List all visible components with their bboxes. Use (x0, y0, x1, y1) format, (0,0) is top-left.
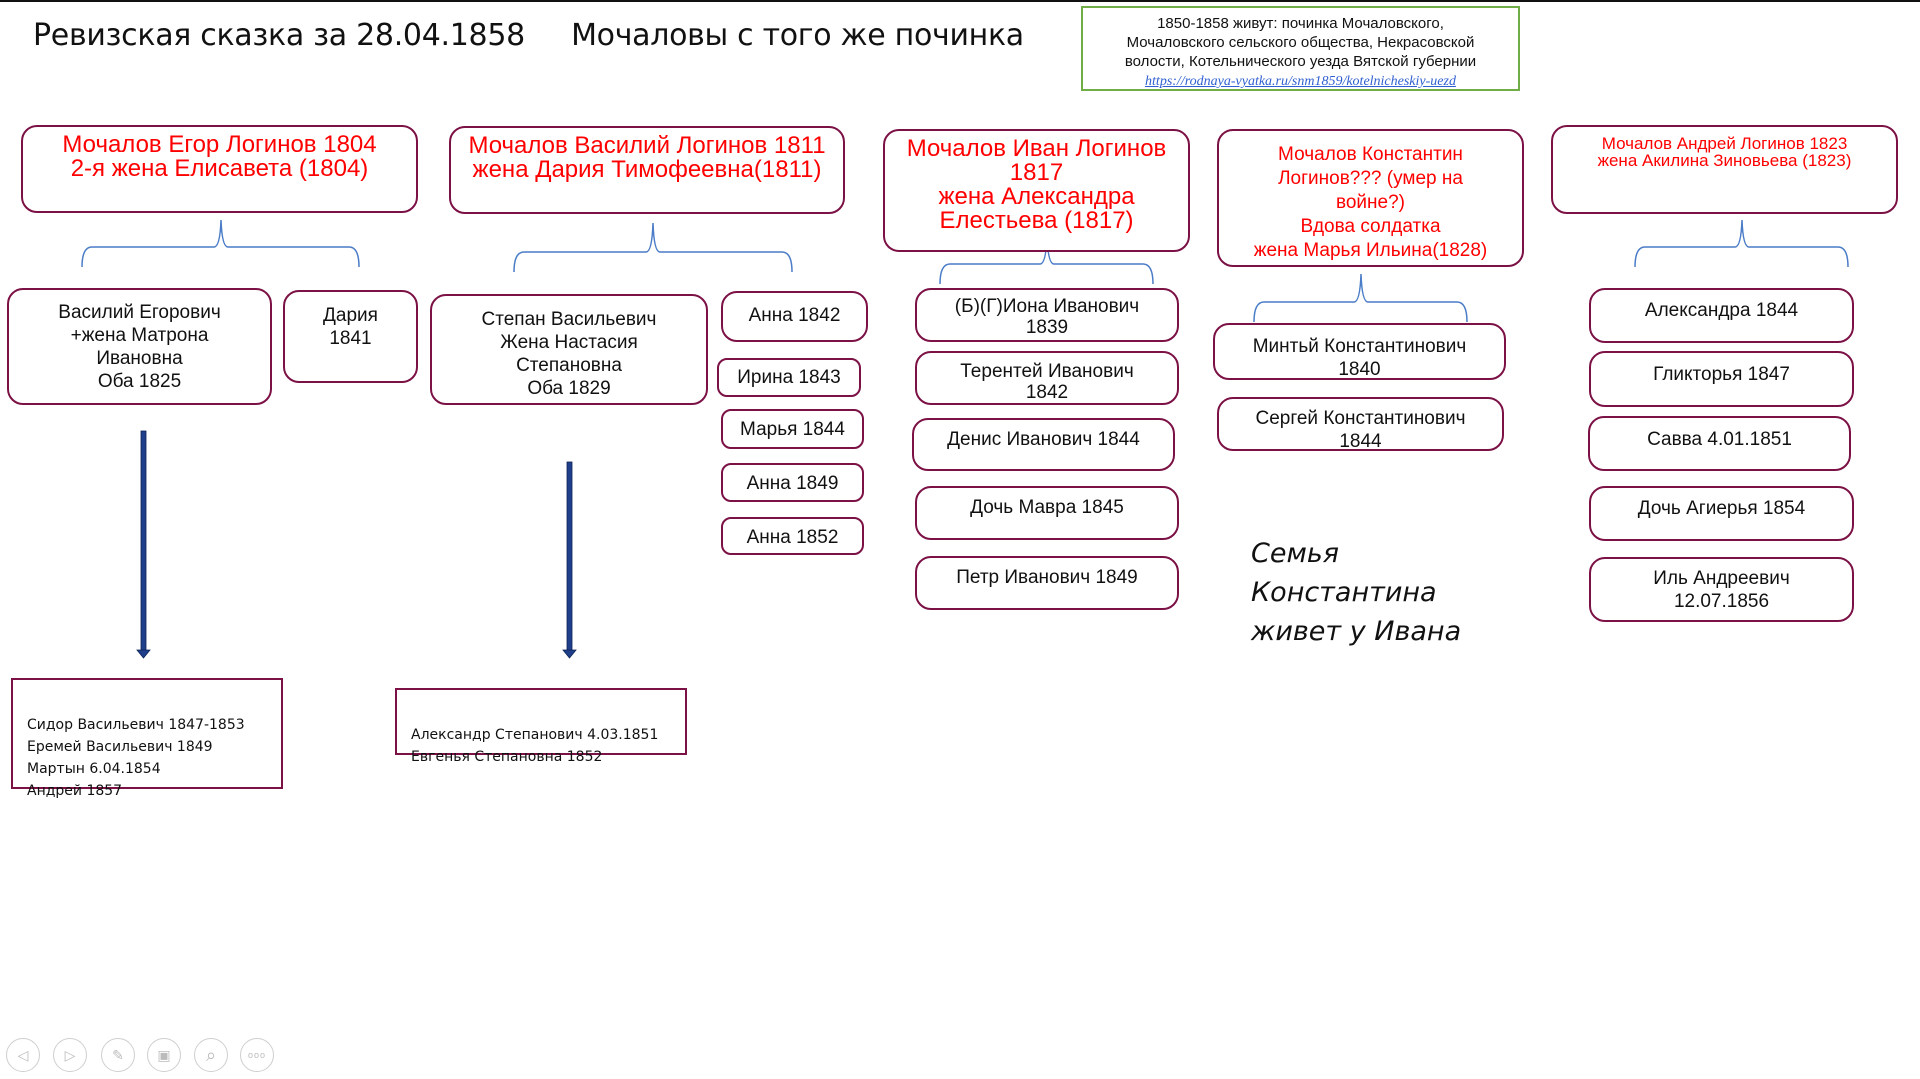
pen-icon: ✎ (112, 1046, 124, 1063)
child-label: (Б)(Г)Иона Иванович 1839 (954, 296, 1140, 338)
brace-andrey (1634, 219, 1849, 268)
child-box: Александра 1844 (1589, 288, 1854, 343)
info-line: Мочаловского сельского общества, Некрасо… (1126, 34, 1475, 51)
child-label: Петр Иванович 1849 (956, 567, 1138, 588)
child-box: (Б)(Г)Иона Иванович 1839 (915, 288, 1179, 342)
child-label: Василий Егорович +жена Матрона Ивановна … (58, 302, 221, 392)
child-label: Степан Васильевич Жена Настасия Степанов… (481, 309, 657, 399)
triangle-left-icon: ◁ (17, 1046, 29, 1063)
child-box: Анна 1852 (721, 517, 864, 555)
family-head-label: Мочалов Андрей Логинов 1823 жена Акилина… (1597, 134, 1852, 170)
child-box: Василий Егорович +жена Матрона Ивановна … (7, 288, 272, 405)
family-head-label: Мочалов Иван Логинов 1817 жена Александр… (906, 135, 1167, 234)
child-box: Ирина 1843 (717, 358, 861, 397)
next-slide-button[interactable]: ▷ (53, 1038, 87, 1072)
family-head-label: Мочалов Константин Логинов??? (умер на в… (1253, 144, 1488, 261)
child-box: Степан Васильевич Жена Настасия Степанов… (430, 294, 708, 405)
family-head-egor: Мочалов Егор Логинов 1804 2-я жена Елиса… (21, 125, 418, 213)
child-label: Сергей Константинович 1844 (1255, 408, 1466, 452)
child-label: Денис Иванович 1844 (947, 429, 1140, 450)
child-box: Дария 1841 (283, 290, 418, 383)
family-head-ivan: Мочалов Иван Логинов 1817 жена Александр… (883, 129, 1190, 252)
child-box: Анна 1849 (721, 463, 864, 502)
child-box: Иль Андреевич 12.07.1856 (1589, 557, 1854, 622)
child-box: Дочь Мавра 1845 (915, 486, 1179, 540)
top-border (0, 0, 1920, 2)
child-label: Савва 4.01.1851 (1647, 429, 1792, 450)
child-box: Дочь Агиерья 1854 (1589, 486, 1854, 541)
descendants-box-egor: Сидор Васильевич 1847-1853 Еремей Василь… (11, 678, 283, 799)
family-head-label: Мочалов Егор Логинов 1804 2-я жена Елиса… (62, 131, 377, 182)
descendants-label: Сидор Васильевич 1847-1853 Еремей Василь… (27, 717, 245, 799)
child-label: Анна 1842 (748, 305, 841, 326)
descendants-box-vasily: Александр Степанович 4.03.1851 Евгенья С… (395, 688, 687, 765)
source-link[interactable]: https://rodnaya-vyatka.ru/snm1859/koteln… (1145, 74, 1456, 89)
see-all-slides-button[interactable]: ▣ (147, 1038, 181, 1072)
family-head-label: Мочалов Василий Логинов 1811 жена Дария … (468, 132, 826, 183)
slide-title: Ревизская сказка за 28.04.1858 Мочаловы … (33, 18, 1024, 53)
location-info-box: 1850-1858 живут: починка Мочаловского, М… (1081, 6, 1520, 91)
child-label: Дочь Агиерья 1854 (1637, 498, 1806, 519)
info-line: волости, Котельнического уезда Вятской г… (1124, 53, 1477, 70)
child-label: Гликторья 1847 (1653, 364, 1790, 385)
brace-vasily (513, 222, 793, 273)
brace-konstantin (1253, 273, 1468, 323)
child-box: Минтьй Константинович 1840 (1213, 323, 1506, 380)
child-label: Марья 1844 (740, 419, 845, 440)
triangle-right-icon: ▷ (64, 1046, 76, 1063)
zoom-button[interactable]: ⌕ (194, 1038, 228, 1072)
child-label: Ирина 1843 (737, 367, 841, 388)
child-box: Гликторья 1847 (1589, 351, 1854, 407)
arrow-vasily (562, 461, 577, 659)
more-options-button[interactable]: ооо (240, 1038, 274, 1072)
child-label: Анна 1849 (746, 473, 839, 494)
magnifier-icon: ⌕ (205, 1044, 217, 1065)
child-box: Савва 4.01.1851 (1588, 416, 1851, 471)
family-head-vasily: Мочалов Василий Логинов 1811 жена Дария … (449, 126, 845, 214)
info-line: 1850-1858 живут: починка Мочаловского, (1157, 15, 1444, 32)
arrow-egor (136, 430, 151, 659)
konstantin-family-note: Семья Константина живет у Ивана (1251, 538, 1462, 647)
previous-slide-button[interactable]: ◁ (6, 1038, 40, 1072)
child-label: Дария 1841 (323, 305, 378, 349)
child-box: Денис Иванович 1844 (912, 418, 1175, 471)
family-head-andrey: Мочалов Андрей Логинов 1823 жена Акилина… (1551, 125, 1898, 214)
pen-tool-button[interactable]: ✎ (101, 1038, 135, 1072)
child-box: Сергей Константинович 1844 (1217, 397, 1504, 452)
brace-egor (81, 219, 360, 268)
child-box: Терентей Иванович 1842 (915, 351, 1179, 405)
child-label: Дочь Мавра 1845 (970, 497, 1124, 518)
child-label: Минтьй Константинович 1840 (1252, 336, 1467, 380)
family-head-konstantin: Мочалов Константин Логинов??? (умер на в… (1217, 129, 1524, 267)
child-box: Марья 1844 (721, 409, 864, 449)
child-label: Анна 1852 (746, 527, 839, 548)
child-box: Петр Иванович 1849 (915, 556, 1179, 610)
child-box: Анна 1842 (721, 291, 868, 342)
child-label: Александра 1844 (1644, 300, 1799, 321)
child-label: Терентей Иванович 1842 (960, 361, 1134, 403)
descendants-label: Александр Степанович 4.03.1851 Евгенья С… (411, 727, 659, 765)
slides-grid-icon: ▣ (157, 1046, 171, 1063)
more-dots-icon: ооо (247, 1050, 267, 1060)
child-label: Иль Андреевич 12.07.1856 (1653, 568, 1790, 612)
